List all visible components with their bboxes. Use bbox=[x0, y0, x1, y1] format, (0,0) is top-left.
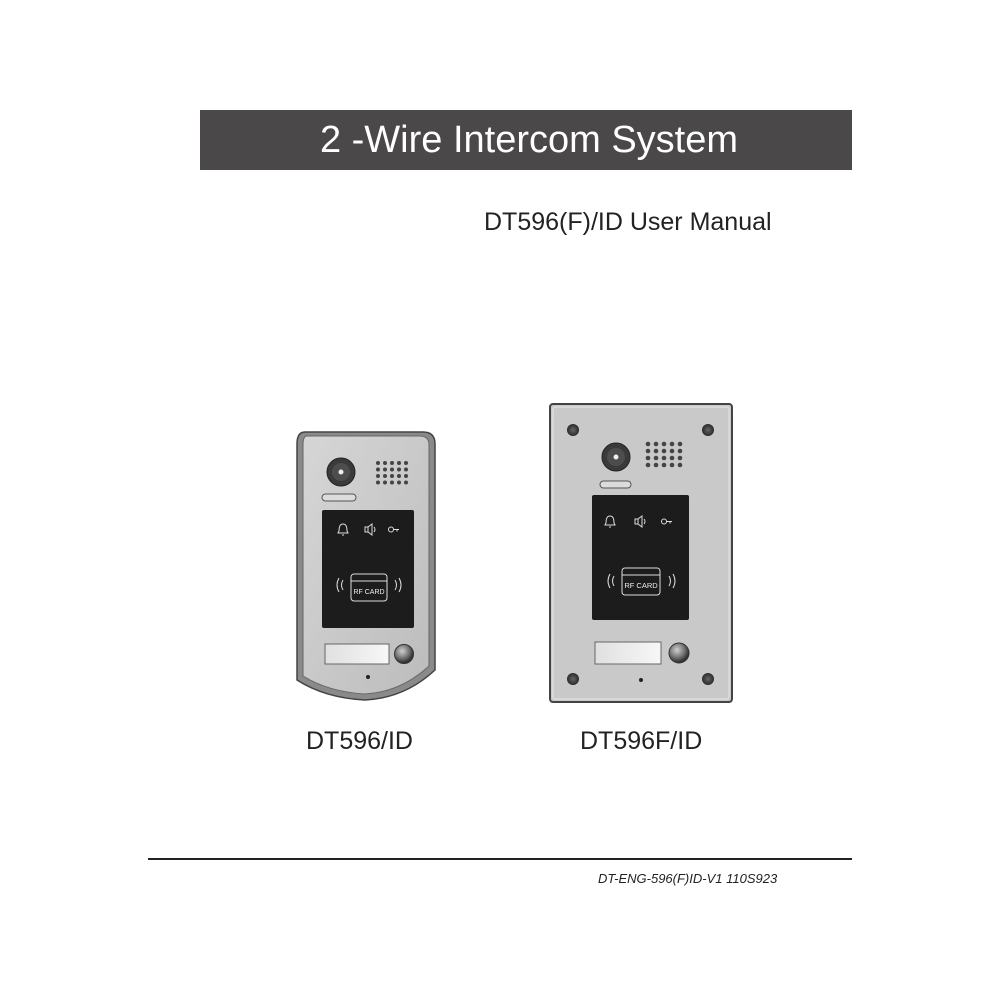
grille-dot bbox=[677, 448, 683, 454]
indicator-slot bbox=[321, 493, 357, 502]
screw-bottom-right bbox=[702, 673, 714, 685]
grille-dot bbox=[645, 455, 651, 461]
grille-dot bbox=[669, 455, 675, 461]
footer-divider bbox=[148, 858, 852, 860]
grille-dot bbox=[404, 461, 408, 465]
camera-lens-icon bbox=[601, 442, 631, 472]
grille-dot bbox=[376, 474, 380, 478]
key-icon bbox=[388, 526, 399, 533]
grille-dot bbox=[645, 448, 651, 454]
grille-dot bbox=[404, 467, 408, 472]
grille-dot bbox=[653, 462, 659, 468]
title-bar: 2 -Wire Intercom System bbox=[200, 110, 852, 170]
rfid-panel bbox=[322, 510, 414, 628]
grille-dot bbox=[661, 441, 667, 447]
microphone-hole bbox=[639, 678, 643, 682]
key-icon bbox=[661, 518, 672, 525]
document-subtitle: DT596(F)/ID User Manual bbox=[484, 208, 772, 236]
speaker-grille-icon bbox=[376, 461, 408, 485]
grille-dot bbox=[397, 461, 401, 465]
grille-dot bbox=[669, 448, 675, 454]
name-plate bbox=[324, 643, 390, 665]
grille-dot bbox=[645, 441, 651, 447]
bell-icon bbox=[337, 523, 349, 536]
grille-dot bbox=[397, 474, 401, 478]
grille-dot bbox=[661, 455, 667, 461]
grille-dot bbox=[397, 480, 401, 485]
grille-dot bbox=[390, 461, 394, 465]
document-title: 2 -Wire Intercom System bbox=[319, 118, 739, 161]
speaker-grille-icon bbox=[645, 441, 683, 468]
grille-dot bbox=[390, 467, 394, 472]
rfid-waves-right-icon bbox=[394, 577, 402, 593]
grille-dot bbox=[677, 455, 683, 461]
grille-dot bbox=[404, 474, 408, 478]
model-label-dt596f-id: DT596F/ID bbox=[580, 727, 703, 755]
grille-dot bbox=[376, 467, 380, 472]
grille-dot bbox=[677, 441, 683, 447]
indicator-slot bbox=[599, 480, 632, 489]
screw-top-right bbox=[702, 424, 714, 436]
device-dt596f-id-illustration: RF CARD bbox=[549, 403, 733, 703]
camera-lens-icon bbox=[326, 457, 356, 487]
speaker-icon bbox=[634, 515, 646, 528]
grille-dot bbox=[661, 462, 667, 468]
grille-dot bbox=[404, 480, 408, 485]
bell-icon bbox=[604, 515, 616, 528]
grille-dot bbox=[645, 462, 651, 468]
grille-dot bbox=[653, 448, 659, 454]
grille-dot bbox=[661, 448, 667, 454]
call-button bbox=[394, 644, 414, 664]
grille-dot bbox=[376, 461, 380, 465]
document-code: DT-ENG-596(F)ID-V1 110S923 bbox=[598, 871, 778, 886]
screw-top-left bbox=[567, 424, 579, 436]
grille-dot bbox=[390, 474, 394, 478]
grille-dot bbox=[390, 480, 394, 485]
name-plate bbox=[594, 641, 662, 665]
microphone-hole bbox=[366, 675, 370, 679]
grille-dot bbox=[383, 474, 387, 478]
rf-card-label: RF CARD bbox=[353, 589, 384, 596]
grille-dot bbox=[383, 461, 387, 465]
grille-dot bbox=[669, 441, 675, 447]
screw-bottom-left bbox=[567, 673, 579, 685]
grille-dot bbox=[397, 467, 401, 472]
grille-dot bbox=[677, 462, 683, 468]
grille-dot bbox=[669, 462, 675, 468]
rfid-waves-right-icon bbox=[668, 573, 676, 589]
rf-card-icon bbox=[350, 573, 388, 602]
rf-card-label: RF CARD bbox=[624, 581, 658, 590]
model-label-dt596-id: DT596/ID bbox=[306, 727, 413, 755]
rfid-waves-left-icon bbox=[336, 577, 344, 593]
grille-dot bbox=[383, 467, 387, 472]
grille-dot bbox=[653, 441, 659, 447]
rf-card-icon bbox=[621, 567, 661, 596]
device-dt596-id-illustration: RF CARD bbox=[296, 431, 436, 701]
call-button bbox=[668, 642, 690, 664]
rfid-panel bbox=[592, 495, 689, 620]
grille-dot bbox=[376, 480, 380, 485]
grille-dot bbox=[653, 455, 659, 461]
rfid-waves-left-icon bbox=[607, 573, 615, 589]
speaker-icon bbox=[364, 523, 376, 536]
grille-dot bbox=[383, 480, 387, 485]
